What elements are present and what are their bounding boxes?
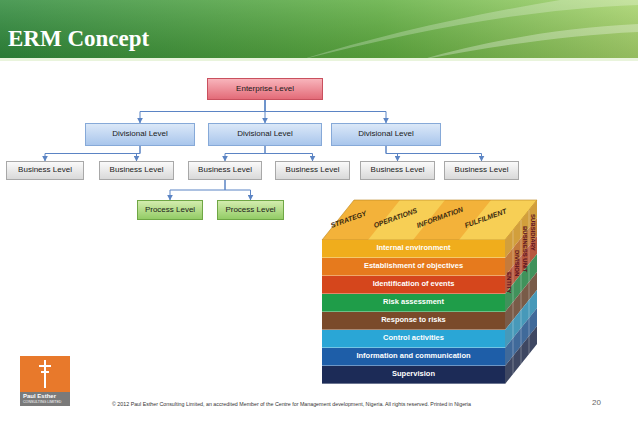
business-box: Business Level: [444, 161, 519, 180]
cube-side-divider: [513, 230, 514, 374]
logo-text: CONSULTING LIMITED: [23, 400, 61, 404]
header-swoosh: [300, 0, 638, 60]
logo-block: [20, 356, 70, 392]
node-text: Response to risks: [381, 316, 446, 324]
logo-text: Paul Esther: [23, 393, 56, 399]
slide-title: ERM Concept: [8, 26, 149, 52]
connector-arrow: [170, 180, 225, 200]
cube-layer-band: Supervision: [322, 366, 505, 384]
connector-arrow: [225, 146, 265, 161]
node-text: Risk assessment: [383, 298, 444, 306]
connector-arrow: [140, 100, 265, 123]
business-box: Business Level: [275, 161, 350, 180]
header-shade: [0, 0, 638, 60]
business-box: Business Level: [188, 161, 262, 180]
cube-layer-band: Response to risks: [322, 312, 505, 330]
node-text: Business Level: [18, 166, 72, 175]
division-box: Divisional Level: [85, 123, 195, 146]
division-box: Divisional Level: [208, 123, 322, 146]
node-text: Identification of events: [373, 280, 455, 288]
process-box: Process Level: [217, 200, 284, 220]
logo-figure: [39, 360, 51, 388]
cube-layer-band: Information and communication: [322, 348, 505, 366]
cube-layer-band: Risk assessment: [322, 294, 505, 312]
connector-arrow: [45, 146, 140, 161]
cube-layer-band: Identification of events: [322, 276, 505, 294]
node-text: Process Level: [225, 206, 275, 215]
connector-arrow: [386, 146, 398, 161]
cube-side-divider: [529, 210, 530, 354]
header-band: [0, 0, 638, 60]
node-text: Divisional Level: [112, 130, 168, 139]
logo-bar: [20, 392, 70, 406]
business-box: Business Level: [360, 161, 435, 180]
cube-side-text: BUSINESS UNIT: [522, 226, 528, 272]
node-text: Business Level: [371, 166, 425, 175]
node-text: Divisional Level: [358, 130, 414, 139]
cube-side-text: SUBSIDIARY: [530, 214, 536, 251]
page-number: 20: [592, 398, 601, 407]
header-rule: [0, 58, 638, 61]
cube-side-tint: [505, 200, 537, 384]
node-text: Business Level: [455, 166, 509, 175]
node-text: Business Level: [110, 166, 164, 175]
connector-arrow: [265, 100, 386, 123]
node-text: Business Level: [198, 166, 252, 175]
copyright-note: © 2012 Paul Esther Consulting Limited, a…: [112, 401, 471, 407]
connector-arrow: [265, 100, 266, 123]
cube-top-outline: [322, 200, 537, 240]
enterprise-box: Enterprise Level: [207, 78, 323, 100]
cube-layer-band: Internal environment: [322, 240, 505, 258]
node-text: Divisional Level: [237, 130, 293, 139]
connector-arrow: [386, 146, 482, 161]
connector-arrow: [265, 146, 313, 161]
node-text: Business Level: [286, 166, 340, 175]
node-text: Enterprise Level: [236, 85, 294, 94]
division-box: Divisional Level: [331, 123, 441, 146]
cube-top-face: [322, 200, 537, 240]
business-box: Business Level: [6, 161, 84, 180]
node-text: Process Level: [145, 206, 195, 215]
node-text: Internal environment: [376, 244, 450, 252]
connector-arrow: [225, 180, 251, 200]
cube-side-divider: [521, 220, 522, 364]
node-text: Information and communication: [356, 352, 470, 360]
node-text: Establishment of objectives: [364, 262, 463, 270]
header-swoosh: [420, 24, 638, 60]
cube-layer-band: Control activities: [322, 330, 505, 348]
process-box: Process Level: [137, 200, 203, 220]
business-box: Business Level: [99, 161, 174, 180]
cube-layer-band: Establishment of objectives: [322, 258, 505, 276]
node-text: Supervision: [392, 370, 435, 378]
cube-side-text: DIVISION: [514, 250, 520, 276]
connector-arrow: [137, 146, 141, 161]
node-text: Control activities: [383, 334, 444, 342]
cube-side-text: ENTITY: [506, 272, 512, 293]
